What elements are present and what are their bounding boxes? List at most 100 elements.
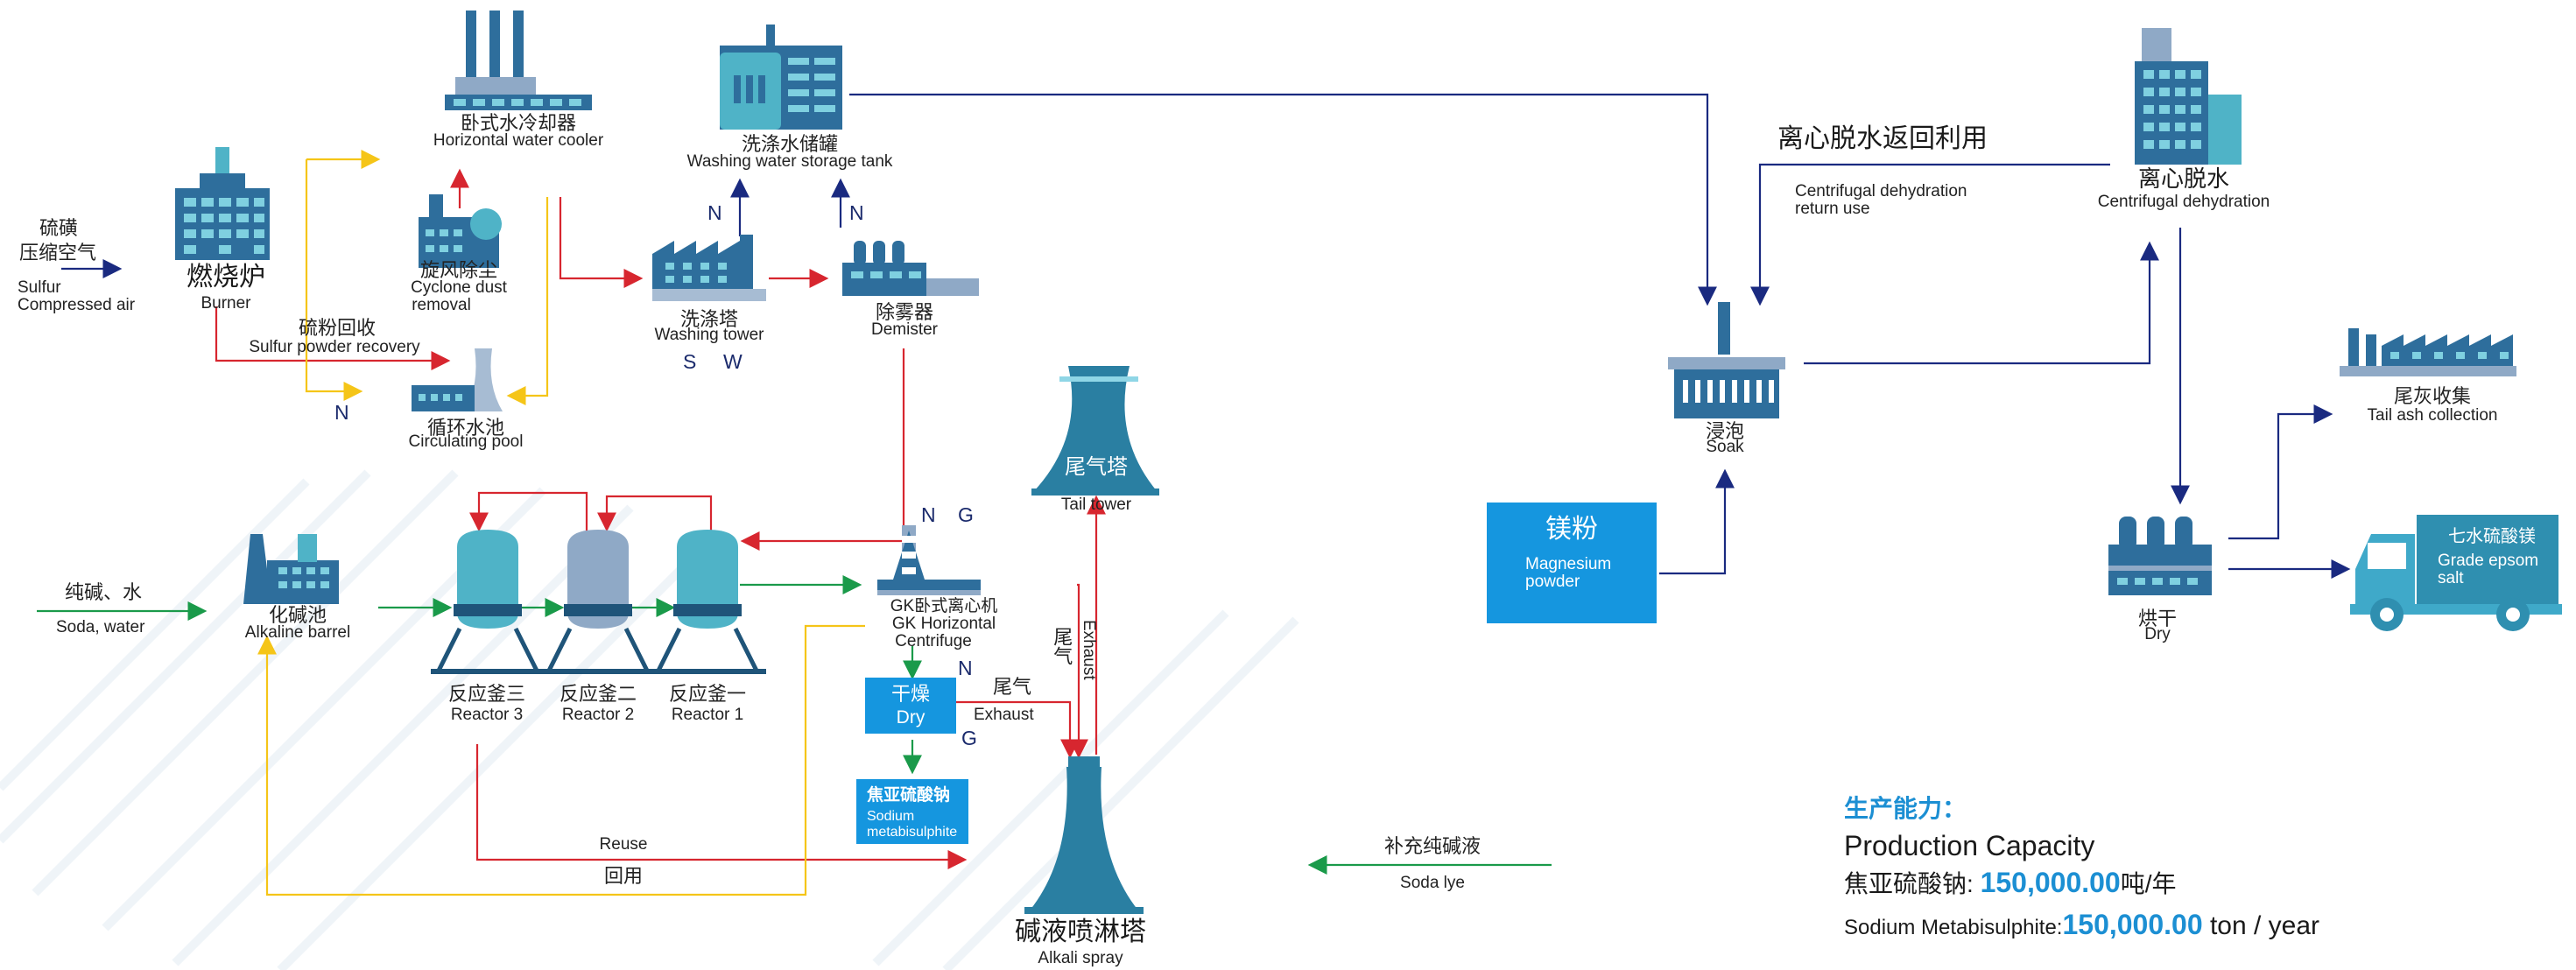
gk-label-en-2: Centrifuge [895, 632, 972, 650]
arrow-tank-to-soak [849, 93, 1717, 306]
capacity-line-1-label: 焦亚硫酸钠: [1844, 870, 1974, 897]
arrow-centrifuge-exhaust [1069, 583, 1088, 759]
demister-label-en: Demister [870, 320, 939, 339]
sulfur-powder-label-zh: 硫粉回收 [298, 317, 377, 339]
sulfur-powder-label-en: Sulfur powder recovery [249, 338, 420, 356]
capacity-line-1-value: 150,000.00 [1980, 867, 2121, 898]
epsom-label-en-2: salt [2438, 569, 2464, 587]
arrow-dry-to-ash [2228, 404, 2333, 540]
arrow-burner-powder [215, 306, 451, 370]
gk-label-zh: GK卧式离心机 [890, 597, 998, 615]
reactor-2-label-en: Reactor 2 [561, 706, 635, 724]
magnesium-label-zh: 镁粉 [1545, 515, 1598, 544]
wash-tank-label-en: Washing water storage tank [686, 152, 893, 171]
soak-label-zh: 浸泡 [1705, 420, 1745, 442]
capacity-line-1-unit: 吨/年 [2120, 870, 2177, 897]
magnesium-label-en-2: powder [1525, 573, 1580, 591]
sulfur-label-zh: 硫磺 [39, 217, 79, 239]
capacity-title-en: Production Capacity [1844, 830, 2095, 861]
dryer-icon [2108, 517, 2212, 595]
epsom-label-en-1: Grade epsom [2438, 552, 2539, 570]
exhaust-label-en-2: Exhaust [1079, 620, 1098, 680]
exhaust-label-zh-2: 尾气 [1051, 627, 1073, 665]
cyclone-label-zh: 旋风除尘 [419, 259, 498, 281]
arrow-r1-to-r2 [597, 495, 713, 532]
exhaust-label-zh-1: 尾气 [993, 676, 1032, 698]
product-label-en-1: Sodium [867, 809, 915, 824]
dry2-label-zh: 烘干 [2137, 608, 2178, 629]
truck-icon [2350, 515, 2562, 631]
factory-icon [652, 235, 766, 301]
soda-lye-label-zh: 补充纯碱液 [1383, 835, 1482, 857]
dry-box-label-zh: 干燥 [890, 683, 931, 705]
epsom-label-zh: 七水硫酸镁 [2448, 527, 2536, 546]
arrow-r2-to-r3 [469, 491, 588, 532]
reuse-label-en: Reuse [599, 835, 648, 854]
soda-water-label-en: Soda, water [56, 618, 145, 636]
arrow-soak-to-centrifugal [1804, 241, 2159, 365]
alkali-spray-label-en: Alkali spray [1038, 949, 1123, 967]
tail-tower-icon [1031, 366, 1159, 496]
centrifugal-label-zh: 离心脱水 [2137, 165, 2230, 192]
reactor-1-label-en: Reactor 1 [671, 706, 744, 724]
alk-barrel-label-en: Alkaline barrel [244, 623, 351, 642]
cyclone-dust-icon [419, 194, 502, 268]
reuse-label-zh: 回用 [603, 865, 644, 887]
storage-tank-icon [720, 25, 842, 130]
soda-water-label-zh: 纯碱、水 [65, 581, 143, 603]
reactor-vessel-icon [431, 530, 546, 674]
circ-pool-label-en: Circulating pool [408, 432, 524, 451]
spray-tower-icon [1024, 756, 1144, 914]
w-mark: W [723, 350, 743, 373]
factory-building-icon [175, 147, 270, 260]
demister-label-zh: 除雾器 [875, 301, 934, 323]
n-mark-demister: N [849, 201, 864, 224]
cyclone-label-en-2: removal [412, 296, 471, 314]
reactor-vessel-icon [651, 530, 766, 674]
dry2-label-en: Dry [2144, 625, 2171, 643]
g-mark-centrifuge: G [958, 503, 974, 526]
cooling-tower-icon [412, 348, 503, 411]
product-label-en-2: metabisulphite [867, 825, 958, 840]
factory-building-icon [243, 534, 339, 604]
soak-label-en: Soak [1706, 438, 1744, 456]
n-mark-centrifuge: N [921, 503, 936, 526]
building-icon [2135, 28, 2242, 165]
factory-line-icon [2340, 328, 2516, 376]
arrow-burner-yellow [305, 159, 363, 401]
product-label-zh: 焦亚硫酸钠 [867, 786, 951, 805]
tail-ash-label-en: Tail ash collection [2367, 406, 2498, 425]
n-mark-dry: N [958, 657, 973, 679]
sulfur-label-en: Sulfur [18, 278, 61, 297]
n-mark-burner: N [334, 401, 349, 424]
capacity-line-1: 焦亚硫酸钠: 150,000.00吨/年 [1844, 867, 2177, 899]
centrifuge-icon [877, 525, 981, 595]
capacity-line-2-unit: ton / year [2202, 911, 2320, 940]
centrifugal-return-label-zh: 离心脱水返回利用 [1777, 124, 1988, 153]
reactor-2-label-zh: 反应釜二 [559, 683, 637, 705]
demister-icon [842, 241, 979, 296]
soak-plant-icon [1668, 302, 1785, 418]
compressed-air-label-zh: 压缩空气 [19, 242, 97, 264]
arrow-centrifuge-to-barrel-yellow [257, 624, 865, 896]
n-mark-wash-tower: N [707, 201, 722, 224]
capacity-line-2-value: 150,000.00 [2062, 909, 2203, 940]
centrifugal-return-label-en-2: return use [1795, 200, 1870, 218]
reactor-1-label-zh: 反应釜一 [668, 683, 747, 705]
capacity-title-zh: 生产能力： [1844, 795, 1967, 822]
tail-ash-label-zh: 尾灰收集 [2393, 385, 2472, 407]
wash-tower-label-zh: 洗涤塔 [679, 308, 739, 330]
burner-label-en: Burner [201, 294, 251, 313]
alkali-spray-label-zh: 碱液喷淋塔 [1015, 917, 1146, 946]
arrow-magnesium-to-soak [1659, 468, 1735, 575]
arrow-cooler-to-wash [559, 197, 644, 288]
centrifugal-label-en: Centrifugal dehydration [2097, 193, 2270, 211]
wash-tank-label-zh: 洗涤水储罐 [741, 133, 839, 155]
capacity-line-2: Sodium Metabisulphite:150,000.00 ton / y… [1844, 909, 2319, 942]
cyclone-label-en-1: Cyclone dust [411, 278, 507, 297]
g-mark-dry: G [961, 727, 977, 749]
centrifugal-return-label-en-1: Centrifugal dehydration [1795, 182, 1967, 200]
cooler-label-en: Horizontal water cooler [433, 131, 604, 150]
